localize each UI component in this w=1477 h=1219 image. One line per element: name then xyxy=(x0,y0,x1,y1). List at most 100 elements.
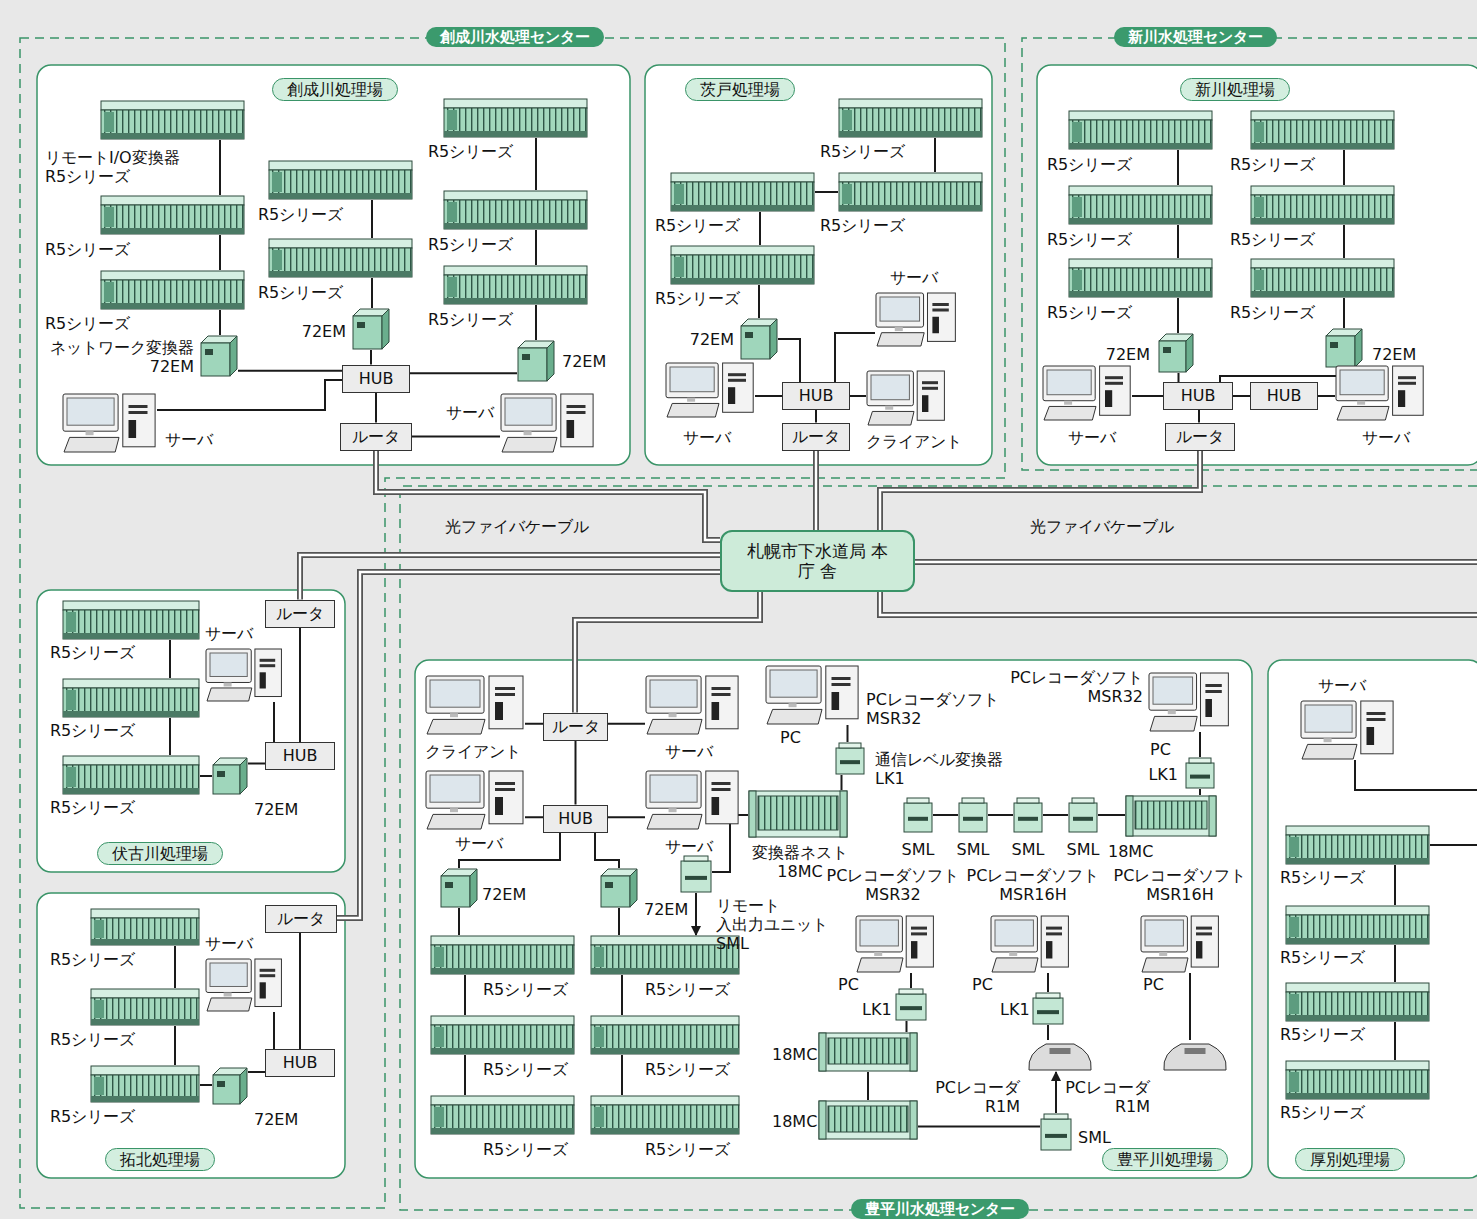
router-box: ルータ xyxy=(265,905,337,933)
icon-part xyxy=(1398,382,1416,385)
icon-part xyxy=(650,775,697,802)
icon-part xyxy=(922,395,928,412)
wire xyxy=(1189,973,1191,1040)
icon-part xyxy=(880,297,920,321)
icon-part xyxy=(489,676,523,729)
wire xyxy=(200,775,212,777)
icon-part xyxy=(911,932,927,935)
wire xyxy=(1132,395,1163,397)
connector xyxy=(847,725,848,742)
icon-part xyxy=(857,958,903,972)
icon-part xyxy=(63,688,199,717)
icon-part xyxy=(1064,401,1072,405)
device-label: 72EM xyxy=(690,330,734,349)
connector xyxy=(1178,298,1179,333)
r5-unit: R5シリーズ xyxy=(1250,185,1395,225)
icon-part xyxy=(434,1107,444,1127)
cable-label: 光ファイバケーブル xyxy=(1030,517,1174,536)
icon-part xyxy=(1251,186,1394,195)
icon-part xyxy=(431,1048,574,1054)
connectors xyxy=(157,138,1395,1127)
wire xyxy=(621,975,623,1015)
r5-unit: R5シリーズ xyxy=(268,160,413,200)
wire xyxy=(238,370,342,372)
icon-part xyxy=(269,248,412,277)
icon-part xyxy=(842,184,852,204)
icon-part xyxy=(591,1025,739,1054)
icon-part xyxy=(1190,775,1210,779)
connector xyxy=(170,640,171,678)
icon-part xyxy=(272,172,282,192)
computer-icon xyxy=(1335,365,1425,421)
icon-part xyxy=(907,798,929,803)
icon-part xyxy=(213,1075,240,1104)
wire xyxy=(410,372,517,374)
r5-unit: R5シリーズ xyxy=(838,98,983,138)
device-label: 72EM xyxy=(254,1110,298,1129)
wire xyxy=(1355,760,1477,790)
icon-part xyxy=(1326,336,1355,367)
device-label: R5シリーズ xyxy=(45,314,130,333)
r5-unit-icon xyxy=(62,755,200,795)
icon-part xyxy=(594,947,604,967)
r5-unit-icon xyxy=(1250,185,1395,225)
r5-unit: R5シリーズ xyxy=(1068,185,1213,225)
icon-part xyxy=(667,403,719,417)
icon-part xyxy=(839,743,861,748)
icon-part xyxy=(877,333,924,346)
router-box: ルータ xyxy=(265,600,335,628)
wire xyxy=(273,1012,275,1049)
wire xyxy=(248,763,265,765)
wire xyxy=(1177,225,1179,258)
icon-part xyxy=(681,861,711,892)
icon-part xyxy=(670,367,714,392)
icon-part xyxy=(1324,738,1332,742)
plant-frame xyxy=(415,660,1252,1178)
icon-part xyxy=(819,1033,917,1071)
device-label: R5シリーズ xyxy=(655,216,740,235)
icon-part xyxy=(963,817,983,821)
icon-part xyxy=(839,182,982,211)
device-label: SML xyxy=(1067,840,1100,859)
device-label: R5シリーズ xyxy=(483,980,568,999)
wire xyxy=(906,1021,908,1032)
network-converter-icon xyxy=(200,335,238,377)
plant-title: 新川処理場 xyxy=(1180,78,1290,101)
computer: サーバ xyxy=(500,393,595,453)
icon-part xyxy=(1289,837,1299,857)
network-converter-icon xyxy=(600,868,638,908)
computer-icon xyxy=(765,665,860,725)
region-title: 創成川水処理センター xyxy=(426,27,604,47)
icon-part xyxy=(646,771,701,808)
icon-part xyxy=(1073,817,1093,821)
icon-part xyxy=(269,170,412,199)
r5-unit: R5シリーズ xyxy=(62,755,200,795)
icon-part xyxy=(1043,366,1095,401)
connector xyxy=(816,410,817,423)
icon-part xyxy=(382,309,389,349)
icon-part xyxy=(647,814,702,829)
connector xyxy=(816,451,817,531)
connector xyxy=(1395,865,1396,905)
connector xyxy=(200,776,212,777)
icon-part xyxy=(1336,366,1388,401)
r5-unit: R5シリーズ xyxy=(1250,110,1395,150)
icon-part xyxy=(908,817,928,821)
icon-part xyxy=(922,381,938,384)
connector xyxy=(1043,815,1068,816)
r5-unit: R5シリーズ xyxy=(443,98,588,138)
icon-part xyxy=(104,207,114,227)
computer: PCレコーダソフト MSR32PC xyxy=(1148,672,1230,732)
icon-part xyxy=(839,205,982,211)
computer-icon xyxy=(866,370,946,426)
connector xyxy=(1098,815,1125,816)
icon-part xyxy=(1398,390,1405,407)
icon-part xyxy=(904,803,932,832)
icon-part xyxy=(63,765,199,794)
icon-part xyxy=(230,336,237,376)
icon-part xyxy=(1037,1010,1059,1014)
icon-part xyxy=(669,713,677,717)
icon-part xyxy=(1302,744,1357,759)
icon-part xyxy=(712,702,720,720)
device-label: 18MC xyxy=(772,1112,817,1131)
